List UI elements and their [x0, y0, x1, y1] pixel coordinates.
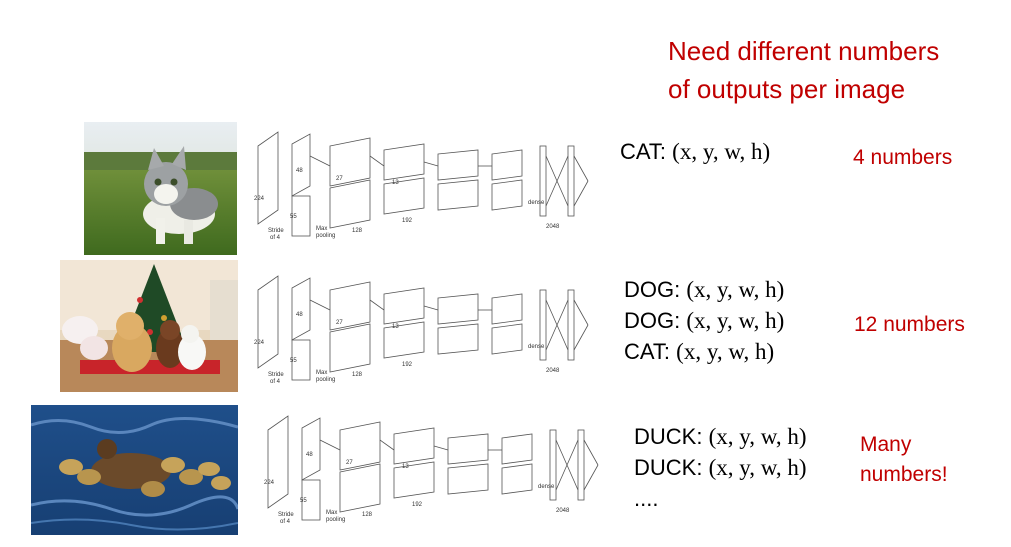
- output-label: DOG:: [624, 277, 681, 302]
- label-192: 192: [402, 218, 413, 224]
- output-tuple: (x, y, w, h): [672, 139, 771, 164]
- count-line-1: Many: [860, 433, 912, 456]
- label-max: Max: [316, 370, 327, 376]
- output-line: DOG: (x, y, w, h): [624, 305, 784, 336]
- row2-outputs: DOG: (x, y, w, h) DOG: (x, y, w, h) CAT:…: [624, 274, 784, 367]
- output-tuple: (x, y, w, h): [686, 308, 785, 333]
- label-dense: dense: [528, 344, 545, 350]
- cnn-diagram-2: 224 Stride of 4 48 55 27 128 Max pooling…: [254, 275, 589, 385]
- output-label: DUCK:: [634, 424, 703, 449]
- label-27: 27: [336, 320, 343, 326]
- output-label: CAT:: [620, 139, 667, 164]
- label-128: 128: [352, 372, 363, 378]
- output-line: DUCK: (x, y, w, h): [634, 421, 807, 452]
- label-128: 128: [362, 512, 373, 518]
- output-ellipsis: ....: [634, 486, 659, 511]
- cnn-diagram-3: 224 Stride of 4 48 55 27 128 Max pooling…: [264, 415, 599, 525]
- cnn-architecture: [257, 131, 589, 237]
- cnn-architecture: [257, 275, 589, 381]
- label-48: 48: [296, 168, 303, 174]
- count-line-2: numbers!: [860, 463, 948, 486]
- label-of4: of 4: [280, 519, 291, 525]
- label-2048: 2048: [546, 224, 560, 230]
- output-tuple: (x, y, w, h): [708, 455, 807, 480]
- diagram-labels: 224 Stride of 4 48 55 27 128 Max pooling…: [264, 452, 570, 525]
- heading-line-1: Need different numbers: [668, 36, 940, 66]
- slide-heading: Need different numbers of outputs per im…: [668, 32, 939, 108]
- label-pooling: pooling: [316, 233, 335, 239]
- label-55: 55: [290, 214, 297, 220]
- label-48: 48: [306, 452, 313, 458]
- label-224: 224: [254, 340, 265, 346]
- diagram-labels: 224 Stride of 4 48 55 27 128 Max pooling…: [254, 168, 560, 241]
- row1-outputs: CAT: (x, y, w, h): [620, 136, 770, 167]
- label-of4: of 4: [270, 235, 281, 241]
- output-line: DUCK: (x, y, w, h): [634, 452, 807, 483]
- output-tuple: (x, y, w, h): [708, 424, 807, 449]
- row3-outputs: DUCK: (x, y, w, h) DUCK: (x, y, w, h) ..…: [634, 421, 807, 514]
- output-line: CAT: (x, y, w, h): [624, 336, 784, 367]
- label-128: 128: [352, 228, 363, 234]
- label-55: 55: [290, 358, 297, 364]
- output-line: CAT: (x, y, w, h): [620, 136, 770, 167]
- label-13: 13: [392, 180, 399, 186]
- label-stride: Stride: [268, 228, 284, 234]
- output-label: DUCK:: [634, 455, 703, 480]
- label-13: 13: [392, 324, 399, 330]
- cat-photo: [84, 122, 237, 255]
- label-of4: of 4: [270, 379, 281, 385]
- cnn-architecture: [267, 415, 599, 521]
- diagram-labels: 224 Stride of 4 48 55 27 128 Max pooling…: [254, 312, 560, 385]
- ducks-photo: [31, 405, 238, 535]
- dogs-cat-photo: [60, 260, 238, 392]
- row2-count: 12 numbers: [854, 313, 965, 336]
- output-label: DOG:: [624, 308, 681, 333]
- label-2048: 2048: [546, 368, 560, 374]
- label-max: Max: [326, 510, 337, 516]
- output-tuple: (x, y, w, h): [686, 277, 785, 302]
- label-27: 27: [336, 176, 343, 182]
- label-pooling: pooling: [316, 377, 335, 383]
- output-line: ....: [634, 483, 807, 514]
- label-stride: Stride: [278, 512, 294, 518]
- output-label: CAT:: [624, 339, 671, 364]
- label-pooling: pooling: [326, 517, 345, 523]
- label-13: 13: [402, 464, 409, 470]
- label-stride: Stride: [268, 372, 284, 378]
- cnn-diagram-1: 224 Stride of 4 48 55 27 128 Max pooling…: [254, 131, 589, 241]
- label-max: Max: [316, 226, 327, 232]
- label-224: 224: [264, 480, 275, 486]
- row1-count: 4 numbers: [853, 146, 953, 169]
- label-2048: 2048: [556, 508, 570, 514]
- label-192: 192: [402, 362, 413, 368]
- label-dense: dense: [528, 200, 545, 206]
- output-line: DOG: (x, y, w, h): [624, 274, 784, 305]
- label-224: 224: [254, 196, 265, 202]
- output-tuple: (x, y, w, h): [676, 339, 775, 364]
- label-27: 27: [346, 460, 353, 466]
- heading-line-2: of outputs per image: [668, 74, 906, 104]
- label-55: 55: [300, 498, 307, 504]
- label-48: 48: [296, 312, 303, 318]
- row3-count: Many numbers!: [860, 430, 948, 490]
- label-192: 192: [412, 502, 423, 508]
- label-dense: dense: [538, 484, 555, 490]
